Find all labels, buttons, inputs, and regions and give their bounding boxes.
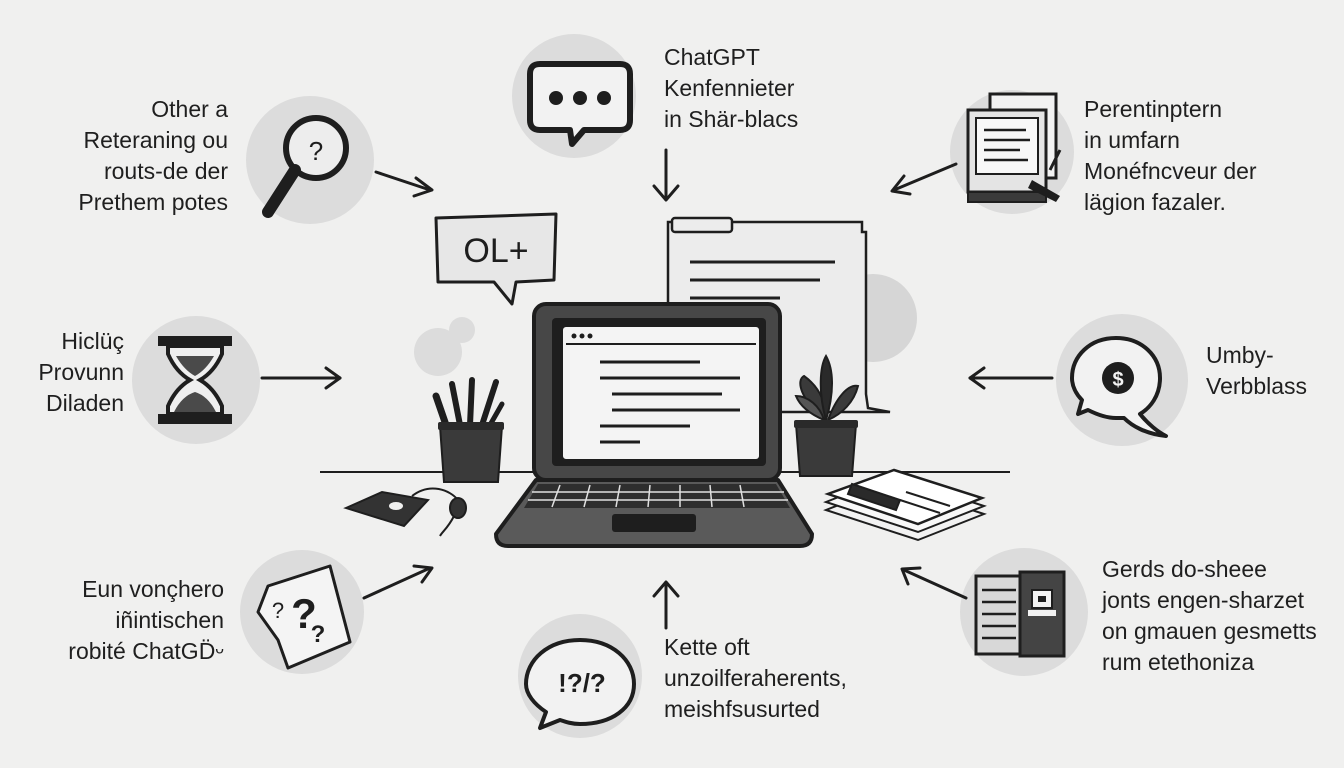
- label-top-right: Perentinptern in umfarn Monéfncveur der …: [1084, 96, 1257, 215]
- node-top-left-icon: ?: [246, 96, 374, 224]
- node-mid-left-icon: [132, 316, 260, 444]
- arrow-mid-left-icon: [260, 366, 342, 390]
- book-robot-icon: [974, 570, 1066, 658]
- callout-text: OL+: [463, 232, 528, 270]
- node-bottom-icon: !?/?: [518, 614, 642, 738]
- hourglass-icon: [158, 336, 232, 424]
- svg-text:?: ?: [311, 621, 326, 648]
- arrow-top-left-icon: [374, 170, 434, 198]
- node-top-icon: [512, 34, 636, 158]
- node-top-right-icon: [950, 90, 1074, 214]
- label-bottom-right: Gerds do-sheee jonts engen-sharzet on gm…: [1102, 556, 1317, 675]
- label-bottom: Kette oft unzoilferaherents, meishfsusur…: [664, 634, 847, 722]
- document-monitor-icon: [966, 92, 1062, 203]
- laptop-icon: [494, 302, 814, 548]
- bubble-text: !?/?: [558, 668, 606, 698]
- arrows: [260, 148, 1054, 630]
- arrow-mid-right-icon: [968, 366, 1054, 390]
- label-top-left: Other a Reteraning ou routs-de der Preth…: [78, 96, 228, 215]
- svg-text:?: ?: [291, 590, 317, 637]
- arrow-top-right-icon: [890, 162, 958, 196]
- chat-dots-icon: [527, 61, 633, 147]
- desk-scene: OL+: [320, 212, 1010, 548]
- label-mid-right: Umby- Verbblass: [1206, 342, 1308, 399]
- label-top: ChatGPT Kenfennieter in Shär-blacs: [664, 44, 799, 132]
- background-blob-left: [414, 328, 462, 376]
- node-bottom-right-icon: [960, 548, 1088, 676]
- callout-box: OL+: [434, 212, 558, 306]
- svg-text:?: ?: [309, 136, 323, 166]
- question-paper-icon: ? ? ?: [256, 564, 352, 670]
- label-mid-left: Hiclüç Provunn Diladen: [38, 328, 124, 416]
- svg-text:?: ?: [272, 598, 284, 623]
- arrow-bottom-left-icon: [362, 564, 434, 600]
- plant-icon: [794, 354, 860, 477]
- magnifier-question-icon: ?: [262, 115, 349, 218]
- label-bottom-left: Eun vonçhero iñintischen robité ChatGD̈ᵕ: [68, 576, 224, 664]
- arrow-top-icon: [652, 148, 680, 202]
- svg-text:$: $: [1112, 369, 1123, 391]
- arrow-bottom-icon: [652, 580, 680, 630]
- pen-pot-icon: [432, 377, 505, 483]
- node-mid-right-icon: $: [1056, 314, 1188, 446]
- money-bubble-icon: $: [1070, 336, 1168, 438]
- mouse-icon: [343, 487, 467, 537]
- papers-icon: [823, 468, 987, 542]
- arrow-bottom-right-icon: [900, 566, 968, 600]
- confused-bubble-icon: !?/?: [524, 638, 636, 730]
- node-bottom-left-icon: ? ? ?: [240, 550, 364, 674]
